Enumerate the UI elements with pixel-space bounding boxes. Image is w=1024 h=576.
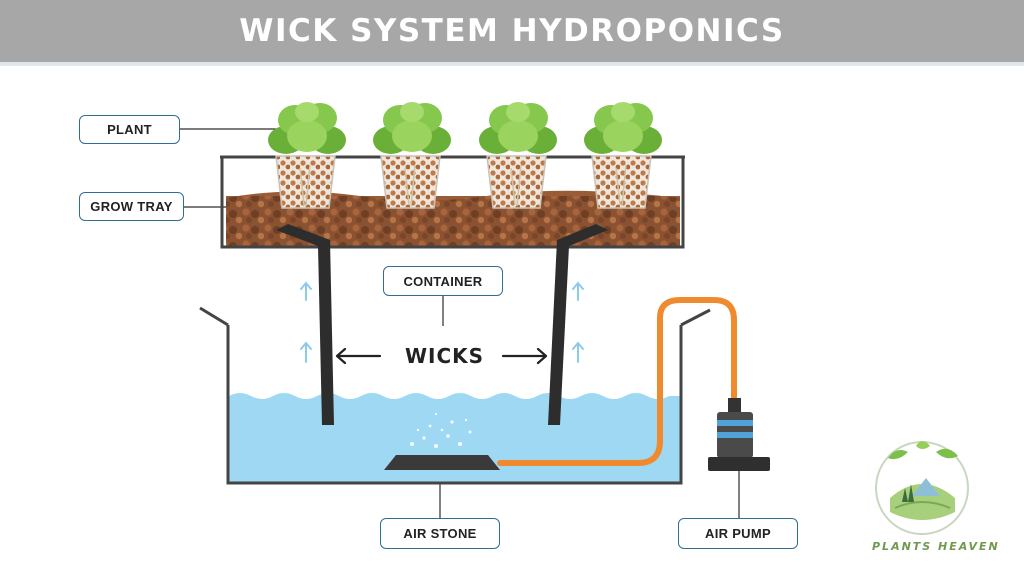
container-label: CONTAINER [383,266,503,296]
lettuce-plant-icon [584,102,662,154]
net-pot [275,155,336,209]
reservoir-container [226,325,683,485]
title-bar: WICK SYSTEM HYDROPONICS [0,0,1024,66]
left-wick [276,224,334,425]
lettuce-plant-icon [373,102,451,154]
page-title: WICK SYSTEM HYDROPONICS [239,13,785,49]
grow-tray-label: GROW TRAY [79,192,184,221]
air-stone-label: AIR STONE [380,518,500,549]
reservoir-left-lip [199,306,229,327]
left-pointer-arrow-icon [335,347,382,365]
lettuce-plant-icon [479,102,557,154]
logo-name: PLANTS HEAVEN [872,540,1000,553]
air-pump-icon [708,398,770,471]
plant-label: PLANT [79,115,180,144]
lettuce-plant-icon [268,102,346,154]
diagram-canvas [180,102,969,535]
air-tube [497,297,737,466]
upward-arrow-icons [300,281,584,363]
plants-heaven-logo [875,441,969,535]
net-pot [486,155,547,209]
reservoir-right-lip [680,308,711,327]
air-pump-label: AIR PUMP [678,518,798,549]
wicks-label: WICKS [405,344,485,368]
net-pot [591,155,652,209]
right-pointer-arrow-icon [501,347,548,365]
air-stone-icon [384,412,500,470]
net-pot [380,155,441,209]
right-wick [548,224,608,425]
